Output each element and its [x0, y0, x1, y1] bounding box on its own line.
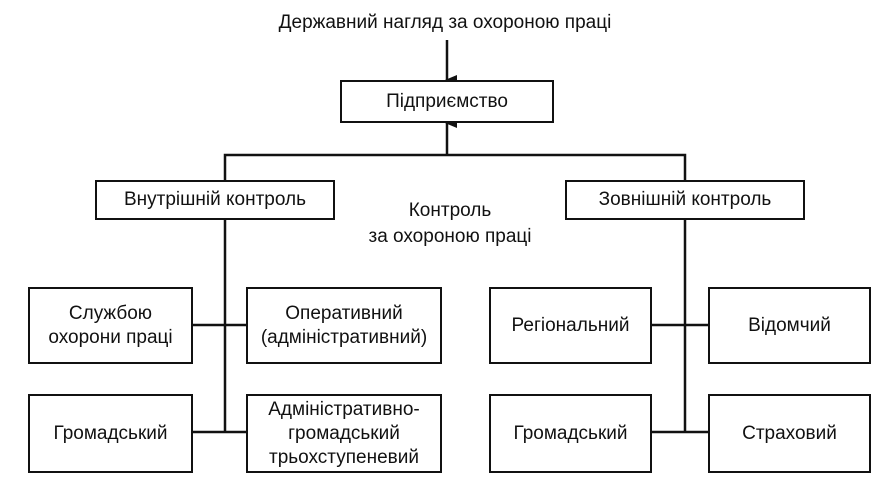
node-regional: Регіональний: [489, 287, 652, 364]
node-departmental: Відомчий: [708, 287, 871, 364]
diagram-title: Державний нагляд за охороною праці: [278, 12, 612, 33]
node-internal-control: Внутрішній контроль: [95, 180, 335, 220]
node-public-external: Громадський: [489, 394, 652, 473]
node-enterprise: Підприємство: [340, 80, 554, 123]
top-bracket: [223, 153, 687, 180]
node-labor-protection-service: Службою охорони праці: [28, 287, 193, 364]
node-admin-public-three-stage: Адміністративно- громадський трьохступен…: [246, 394, 442, 473]
node-operational-administrative: Оперативний (адміністративний): [246, 287, 442, 364]
node-external-control: Зовнішній контроль: [565, 180, 805, 220]
center-label: Контроль за охороною праці: [368, 200, 532, 247]
node-insurance: Страховий: [708, 394, 871, 473]
node-public-internal: Громадський: [28, 394, 193, 473]
